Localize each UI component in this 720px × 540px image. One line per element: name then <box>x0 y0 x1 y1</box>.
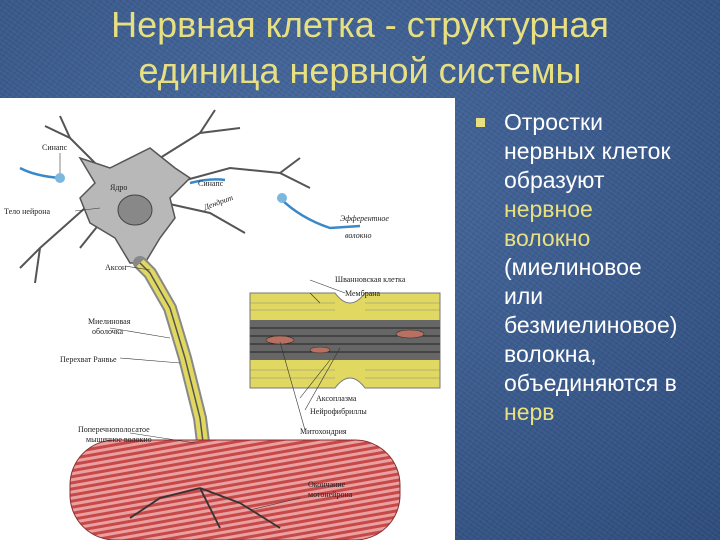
bullet-line: или <box>504 283 544 309</box>
label-dendrite: Дендрит <box>202 193 235 212</box>
label-efferent-2: волокно <box>345 231 371 240</box>
neuron-diagram: Синапс Ядро Синапс Тело нейрона Дендрит … <box>0 98 455 540</box>
label-mitochondria: Митохондрия <box>300 427 347 436</box>
label-ranvier: Перехват Ранвье <box>60 355 117 364</box>
label-neurofibrils: Нейрофибриллы <box>310 407 367 416</box>
label-myelin-2: оболочка <box>92 327 124 336</box>
label-synapse-2: Синапс <box>198 179 224 188</box>
bullet-text: Отростки нервных клеток образуют нервное вол… <box>504 108 716 427</box>
bullet-line: нервных клеток <box>504 138 671 164</box>
slide-title: Нервная клетка - структурная единица нер… <box>40 2 680 94</box>
bullet-square-icon <box>476 118 485 127</box>
neuron-illustration: Синапс Ядро Синапс Тело нейрона Дендрит … <box>4 109 441 540</box>
muscle-fiber <box>69 439 401 540</box>
nucleus <box>117 194 153 226</box>
bullet-line: волокно <box>504 225 591 251</box>
motor-endings <box>129 487 281 529</box>
bullet-line: волокна, <box>504 341 597 367</box>
label-schwann: Шванновская клетка <box>335 275 406 284</box>
dendrite-branches <box>19 109 311 284</box>
title-line-1: Нервная клетка - структурная <box>111 4 609 45</box>
label-muscle-2: мышечное волокно <box>86 435 152 444</box>
label-efferent: Эфферентное <box>340 214 389 223</box>
synapse-knob <box>55 173 65 183</box>
magnified-fiber <box>249 292 441 389</box>
bullet-line: объединяются в <box>504 370 677 396</box>
label-membrane: Мембрана <box>345 289 381 298</box>
label-axon: Аксон <box>105 263 127 272</box>
title-line-2: единица нервной системы <box>138 50 582 91</box>
leader-lines <box>59 153 346 511</box>
bullet-line: нервное <box>504 196 593 222</box>
bullet-line: Отростки <box>504 109 603 135</box>
label-ending-1: Окончание <box>308 480 346 489</box>
efferent-fibers <box>19 166 361 230</box>
synapse-knob-2 <box>277 193 287 203</box>
bullet-line: нерв <box>504 399 555 425</box>
label-cell-body: Тело нейрона <box>4 207 51 216</box>
label-synapse: Синапс <box>42 143 68 152</box>
label-myelin-1: Миелиновая <box>88 317 131 326</box>
bullet-line: безмиелиновое) <box>504 312 678 338</box>
bullet-line: (миелиновое <box>504 254 642 280</box>
label-ending-2: мотонейрона <box>308 490 353 499</box>
bullet-line: образуют <box>504 167 605 193</box>
label-nucleus: Ядро <box>110 183 127 192</box>
label-axoplasm: Аксоплазма <box>316 394 357 403</box>
label-muscle-1: Поперечнополосатое <box>78 425 150 434</box>
